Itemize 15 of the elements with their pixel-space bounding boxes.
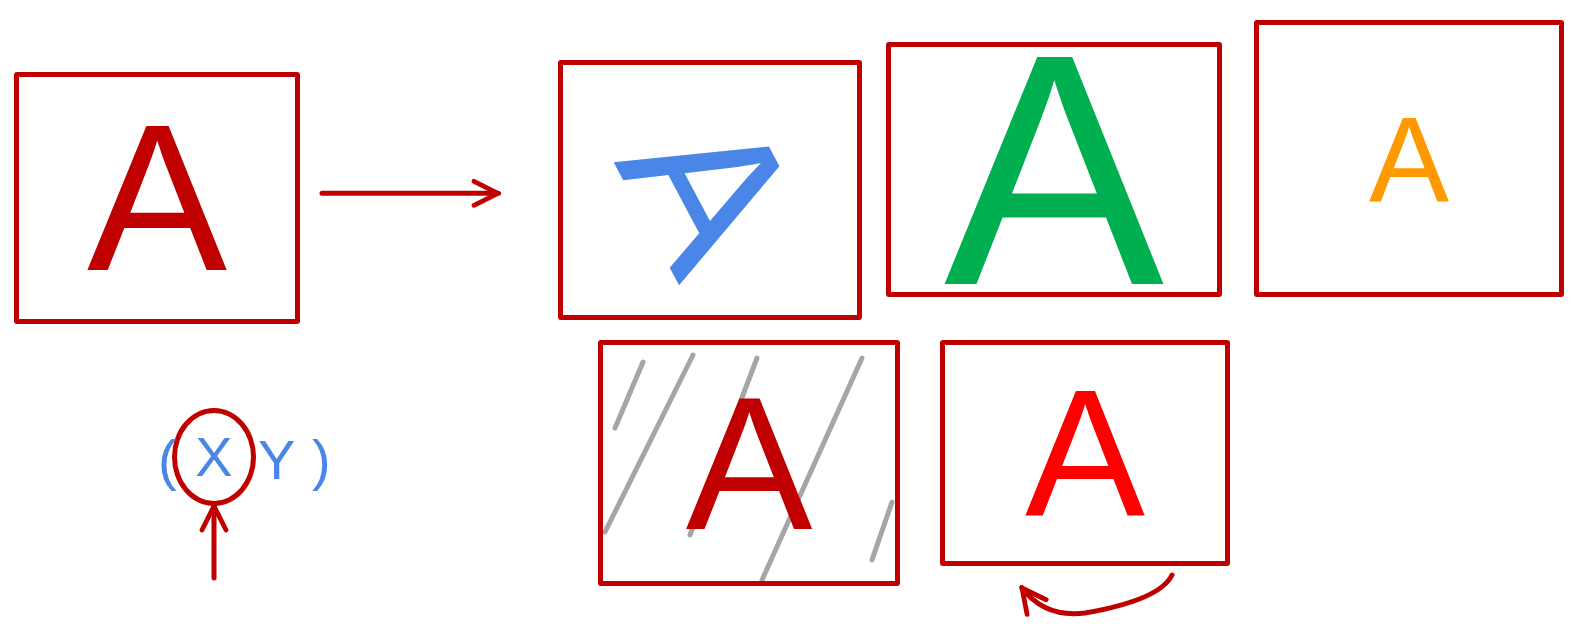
letter: A [1024,363,1146,543]
letter: A [86,93,228,303]
sketch-box [14,72,300,324]
arrow [199,503,229,581]
sketch-box [940,340,1230,566]
letter: X [195,429,233,485]
letter: A [1368,98,1449,219]
sketch-box [886,42,1222,297]
letter: A [943,4,1165,335]
letter: A [685,368,813,558]
sketch-box [558,60,862,320]
letter: A [584,78,836,302]
sketch-box [1254,20,1564,297]
arrow [319,178,501,208]
coordinate-text: Y [258,432,296,488]
